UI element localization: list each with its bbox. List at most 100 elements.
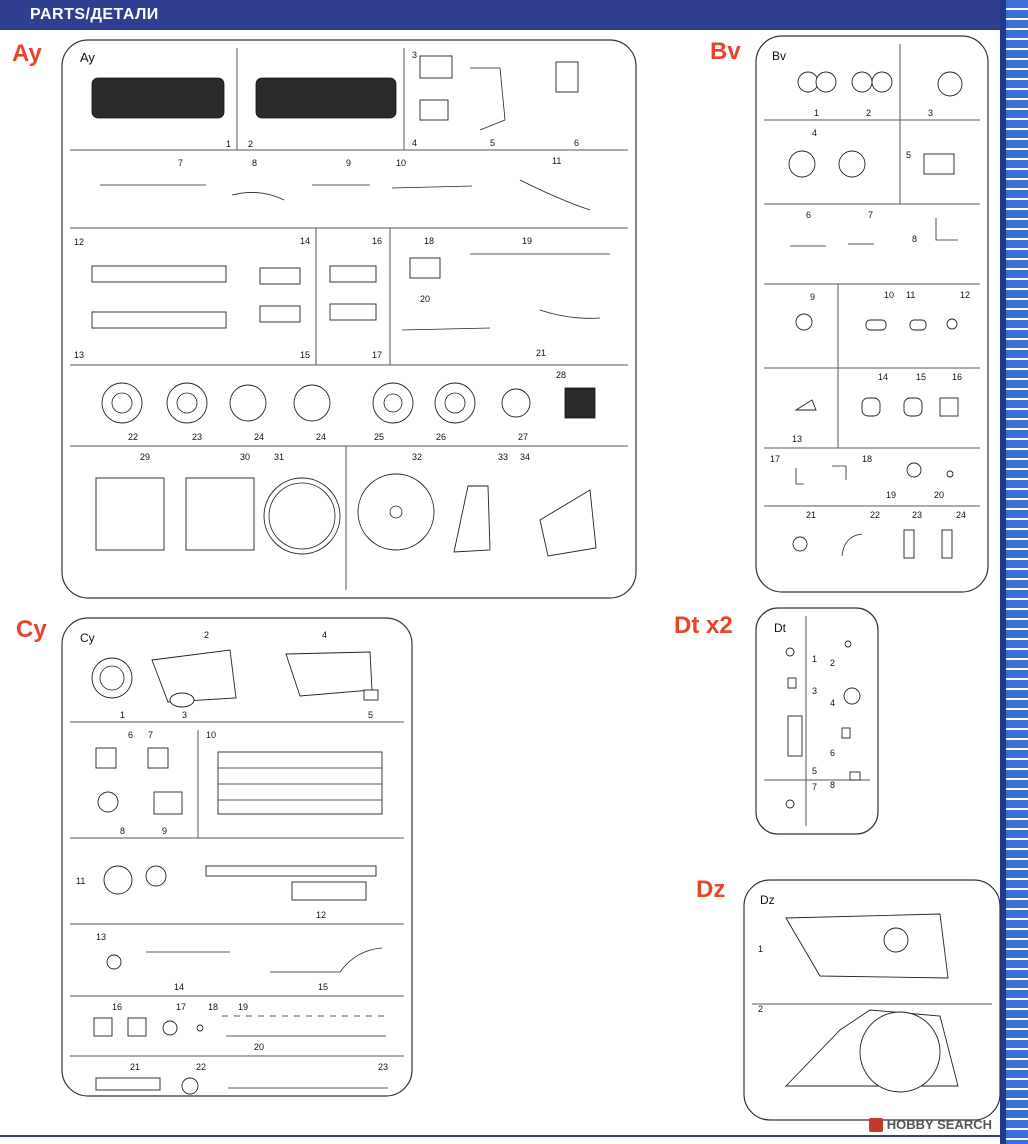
part-number: 6 <box>574 138 579 148</box>
sprue-ay-frame <box>61 39 637 599</box>
part-bv-1 <box>797 71 819 93</box>
part-number: 17 <box>770 454 780 464</box>
part-number: 5 <box>812 766 817 776</box>
part-dz-1 <box>785 913 949 979</box>
part-cy-17 <box>162 1020 178 1036</box>
part-number: 21 <box>536 348 546 358</box>
part-ay-14 <box>259 267 301 285</box>
part-ay-20 <box>401 327 491 331</box>
part-number: 6 <box>830 748 835 758</box>
part-cy-4 <box>285 651 373 697</box>
part-number: 12 <box>960 290 970 300</box>
header-bar: PARTS/ДЕТАЛИ <box>0 0 1000 30</box>
sprue-label-ay: Ay <box>12 40 42 67</box>
part-number: 22 <box>128 432 138 442</box>
part-number: 9 <box>346 158 351 168</box>
part-ay-21 <box>539 309 601 319</box>
part-number: 1 <box>758 944 763 954</box>
part-ay-23-hub <box>176 392 198 414</box>
part-number: 15 <box>300 350 310 360</box>
sprue-dt-corner: Dt <box>774 621 787 635</box>
part-dt-8 <box>849 771 861 781</box>
sprue-dz: Dz 1 2 <box>743 879 1001 1121</box>
part-number: 32 <box>412 452 422 462</box>
part-dt-3 <box>787 677 797 689</box>
part-bv-15 <box>903 397 923 417</box>
part-number: 23 <box>378 1062 388 1072</box>
sprue-label-bv: Bv <box>710 38 741 65</box>
part-cy-9 <box>153 791 183 815</box>
part-bv-8 <box>935 218 958 241</box>
part-ay-26 <box>434 382 476 424</box>
part-number: 19 <box>886 490 896 500</box>
part-number: 8 <box>912 234 917 244</box>
part-bv-3 <box>937 71 963 97</box>
part-number: 22 <box>196 1062 206 1072</box>
part-number: 16 <box>372 236 382 246</box>
part-bv-13 <box>794 399 817 411</box>
sprue-bv-frame <box>755 35 989 593</box>
part-number: 24 <box>956 510 966 520</box>
part-number: 4 <box>812 128 817 138</box>
part-number: 7 <box>148 730 153 740</box>
part-ay-16 <box>329 265 377 283</box>
part-number: 12 <box>316 910 326 920</box>
part-cy-7 <box>147 747 169 769</box>
part-ay-15 <box>259 305 301 323</box>
part-ay-10 <box>391 185 473 189</box>
part-ay-34 <box>539 489 597 557</box>
part-ay-11 <box>519 179 591 211</box>
part-number: 10 <box>884 290 894 300</box>
part-ay-31 <box>263 477 341 555</box>
part-ay-32 <box>357 473 435 551</box>
part-bv-22 <box>841 533 863 557</box>
part-number: 13 <box>96 932 106 942</box>
part-cy-21 <box>95 1077 161 1091</box>
part-number: 15 <box>318 982 328 992</box>
part-number: 17 <box>372 350 382 360</box>
part-number: 28 <box>556 370 566 380</box>
hobby-search-logo-icon <box>868 1117 883 1132</box>
side-decor-strip <box>1000 0 1028 1144</box>
part-number: 9 <box>162 826 167 836</box>
part-cy-1 <box>91 657 133 699</box>
part-number: 11 <box>552 156 561 166</box>
part-ay-24b <box>293 384 331 422</box>
part-number: 29 <box>140 452 150 462</box>
page-title: PARTS/ДЕТАЛИ <box>30 6 159 23</box>
part-bv-2 <box>851 71 873 93</box>
watermark-text: HOBBY SEARCH <box>886 1117 992 1132</box>
part-number: 5 <box>490 138 495 148</box>
sprue-cy: Cy 1 2 3 <box>61 617 413 1097</box>
part-number: 8 <box>120 826 125 836</box>
part-number: 3 <box>928 108 933 118</box>
part-cy-18 <box>196 1024 204 1032</box>
part-number: 16 <box>112 1002 122 1012</box>
part-bv-1b <box>815 71 837 93</box>
sprue-label-cy: Cy <box>16 616 47 643</box>
part-number: 21 <box>806 510 816 520</box>
part-number: 25 <box>374 432 384 442</box>
part-cy-8 <box>97 791 119 813</box>
part-bv-12 <box>946 318 958 330</box>
part-bv-14 <box>861 397 881 417</box>
part-number: 4 <box>412 138 417 148</box>
part-bv-21 <box>792 536 808 552</box>
part-ay-12 <box>91 265 227 283</box>
sprue-cy-frame <box>61 617 413 1097</box>
part-bv-23 <box>903 529 915 559</box>
part-cy-15 <box>270 947 383 973</box>
sprue-cy-corner: Cy <box>80 631 95 645</box>
sprue-label-dt: Dt x2 <box>674 612 733 639</box>
part-number: 2 <box>248 139 253 149</box>
part-ay-18 <box>409 257 441 279</box>
part-bv-18 <box>832 465 847 480</box>
sprue-bv: Bv 1 2 3 <box>755 35 989 593</box>
part-ay-3 <box>419 55 453 79</box>
part-number: 11 <box>76 876 85 886</box>
part-ay-28 <box>564 387 596 419</box>
part-number: 20 <box>934 490 944 500</box>
part-number: 19 <box>238 1002 248 1012</box>
part-number: 24 <box>254 432 264 442</box>
